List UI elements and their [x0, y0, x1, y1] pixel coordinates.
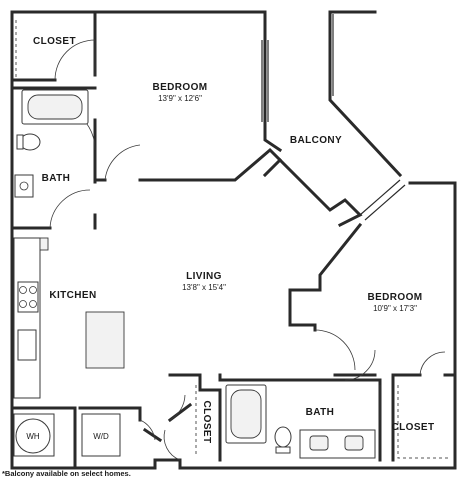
bedroom-2-label: BEDROOM [367, 292, 422, 303]
water-heater-label: WH [26, 432, 40, 441]
closet-shelves [15, 20, 450, 459]
kitchen-fixtures [13, 237, 125, 399]
balcony-label: BALCONY [290, 135, 342, 146]
bath-right-fixtures [225, 384, 376, 459]
balcony-footnote: *Balcony available on select homes. [2, 469, 131, 478]
balcony-railing [261, 40, 406, 221]
bath-left-fixtures [14, 89, 89, 198]
kitchen-counter [13, 237, 41, 399]
stove-icon [17, 281, 39, 313]
bath-right-label: BATH [306, 407, 335, 418]
bath-left-label: BATH [42, 173, 71, 184]
bedroom-2-dims: 10'9" x 17'3" [373, 304, 417, 313]
kitchen-label: KITCHEN [49, 290, 96, 301]
living-dims: 13'8" x 15'4" [182, 283, 226, 292]
kitchen-sink-icon [17, 329, 37, 361]
water-heater-icon [15, 418, 51, 454]
bedroom-1-dims: 13'9" x 12'6" [158, 94, 202, 103]
doors [49, 39, 446, 461]
kitchen-island [85, 311, 125, 369]
room-labels: CLOSET BEDROOM 13'9" x 12'6" BALCONY BAT… [26, 36, 434, 443]
laundry [13, 413, 121, 457]
washer-dryer-label: W/D [93, 432, 109, 441]
washer-dryer-icon [81, 413, 121, 457]
closet-bottom-right-label: CLOSET [392, 422, 435, 433]
living-label: LIVING [186, 271, 222, 282]
closet-middle-label: CLOSET [201, 401, 212, 444]
toilet-icon [274, 426, 292, 448]
bath-sink-icon [14, 174, 34, 198]
bedroom-1-label: BEDROOM [152, 82, 207, 93]
closet-top-left-label: CLOSET [33, 36, 76, 47]
